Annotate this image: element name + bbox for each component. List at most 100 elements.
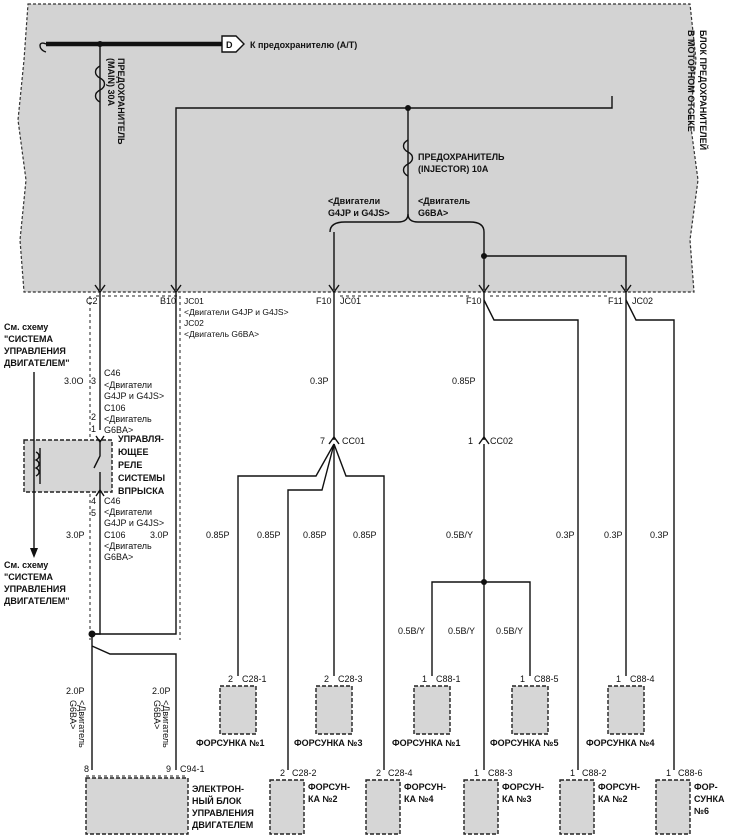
wire-085p-4: 0.85P — [353, 530, 377, 540]
ecu-right-wire — [91, 645, 177, 770]
injector-box — [365, 779, 401, 835]
injector-box — [463, 779, 499, 835]
connector-code: C88-2 — [582, 768, 607, 778]
wire-085p-main: 0.85P — [452, 376, 476, 386]
connector-code: C28-2 — [292, 768, 317, 778]
main-fuse-junction — [97, 41, 103, 47]
cc02-label: CC02 — [490, 436, 513, 446]
relay-label-3: РЕЛЕ — [118, 460, 142, 470]
injector-fuse-label-2: (INJECTOR) 10A — [418, 164, 489, 174]
cc01-branch-1 — [237, 443, 335, 676]
relay-pin-5: 5 — [91, 508, 96, 518]
injector-label-1: ФОР- — [694, 782, 718, 792]
relay-pin-4: 4 — [91, 496, 96, 506]
connector-pin: 1 — [422, 674, 427, 684]
wire-03p-a: 0.3P — [556, 530, 575, 540]
wire-05by-2: 0.5B/Y — [448, 626, 475, 636]
wire-03p-c: 0.3P — [650, 530, 669, 540]
relay-label-1: УПРАВЛЯ- — [118, 434, 164, 444]
ecu-pin-9: 9 — [166, 764, 171, 774]
wire-05by-main: 0.5B/Y — [446, 530, 473, 540]
injector-c88-2: 1 C88-2 ФОРСУН- КА №2 — [559, 768, 640, 835]
relay-c106-bot-eng-1: <Двигатель — [104, 541, 152, 551]
b10-feed-wire — [175, 96, 613, 290]
injector-box — [559, 779, 595, 835]
injector-c88-5: 1 C88-5 ФОРСУНКА №5 — [490, 674, 559, 748]
injector-c28-4: 2 C28-4 ФОРСУН- КА №4 — [365, 768, 446, 835]
wire-eng-right-1: <Двигатель — [161, 700, 171, 748]
bus-curl — [39, 42, 47, 53]
relay-contact — [93, 440, 101, 492]
wire-20p-right: 2.0P — [152, 686, 171, 696]
injector-fuse-symbol — [402, 139, 414, 177]
main-fuse-label-1: ПРЕДОХРАНИТЕЛЬ — [116, 58, 126, 145]
injector-label-2: КА №2 — [598, 794, 628, 804]
injector-c88-6: 1 C88-6 ФОР- СУНКА №6 — [655, 768, 725, 835]
injector-label-2: СУНКА — [694, 794, 725, 804]
injector-c28-2: 2 C28-2 ФОРСУН- КА №2 — [269, 768, 350, 835]
to-fuse-at-label: К предохранителю (A/T) — [250, 40, 357, 50]
injector-label-1: ФОРСУН- — [598, 782, 640, 792]
injector-box — [269, 779, 305, 835]
injector-label-1: ФОРСУН- — [404, 782, 446, 792]
injector-box — [655, 779, 691, 835]
terminal-jc02: JC02 — [632, 296, 653, 306]
main-fuse-symbol — [94, 65, 106, 103]
wire-eng-left-2: G6BA> — [68, 700, 78, 729]
wire-30p-left: 3.0P — [66, 530, 85, 540]
wire-20p-left: 2.0P — [66, 686, 85, 696]
injector-c88-4: 1 C88-4 ФОРСУНКА №4 — [586, 674, 655, 748]
injector-c28-1: 2 C28-1 ФОРСУНКА №1 — [196, 674, 267, 748]
connector-code: C88-1 — [436, 674, 461, 684]
injector-c88-1: 1 C88-1 ФОРСУНКА №1 — [392, 674, 461, 748]
cc01-splice — [328, 435, 340, 445]
connector-code: C88-4 — [630, 674, 655, 684]
ecu-code: C94-1 — [180, 764, 205, 774]
cc01-branch-2 — [287, 443, 335, 770]
wire-30p-right: 3.0P — [150, 530, 169, 540]
injector-label-2: КА №2 — [308, 794, 338, 804]
connector-pin: 1 — [570, 768, 575, 778]
see-bot-2: "СИСТЕМА — [4, 572, 54, 582]
relay-label-5: ВПРЫСКА — [118, 486, 165, 496]
wire-085p-3: 0.85P — [303, 530, 327, 540]
relay-c106-bot-eng-2: G6BA> — [104, 552, 133, 562]
wire-03p-b: 0.3P — [604, 530, 623, 540]
ecu-label-2: НЫЙ БЛОК — [192, 795, 242, 806]
wire-eng-right-2: G6BA> — [152, 700, 162, 729]
connector-code: C28-1 — [242, 674, 267, 684]
engines-a-label-2: G4JP и G4JS> — [328, 208, 390, 218]
wire-30o: 3.0O — [64, 376, 84, 386]
jc01-note-engine: <Двигатели G4JP и G4JS> — [184, 307, 289, 317]
engines-b-label-1: <Двигатель — [418, 196, 471, 206]
b10-down-wire — [92, 292, 177, 635]
relay-pin-1: 1 — [91, 424, 96, 434]
injection-relay — [23, 439, 113, 493]
injector-label: ФОРСУНКА №1 — [392, 738, 460, 748]
connector-pin: 1 — [474, 768, 479, 778]
connector-pin: 2 — [324, 674, 329, 684]
relay-c46-bot-eng-1: <Двигатели — [104, 507, 152, 517]
connector-d-label: D — [226, 40, 233, 50]
injector-fuse-label-1: ПРЕДОХРАНИТЕЛЬ — [418, 152, 505, 162]
wire-05by-1: 0.5B/Y — [398, 626, 425, 636]
see-top-4: ДВИГАТЕЛЕМ" — [4, 358, 70, 368]
fuse-block-area — [17, 3, 699, 293]
f10b-branch-right — [483, 299, 579, 770]
relay-label-4: СИСТЕМЫ — [118, 473, 165, 483]
connector-pin: 1 — [520, 674, 525, 684]
f11-wire — [484, 255, 627, 290]
engines-b-label-2: G6BA> — [418, 208, 448, 218]
terminal-f11: F11 — [608, 296, 623, 306]
connector-code: C88-5 — [534, 674, 559, 684]
relay-c106-top: C106 — [104, 403, 126, 413]
connector-pin: 2 — [376, 768, 381, 778]
injector-label-1: ФОРСУН- — [308, 782, 350, 792]
injector-box — [607, 685, 645, 735]
fuse-block-title-1: БЛОК ПРЕДОХРАНИТЕЛЕЙ — [698, 30, 709, 150]
see-bot-1: См. схему — [4, 560, 48, 570]
wire-085p-2: 0.85P — [257, 530, 281, 540]
relay-pin-3: 3 — [91, 376, 96, 386]
see-top-2: "СИСТЕМА — [4, 334, 54, 344]
